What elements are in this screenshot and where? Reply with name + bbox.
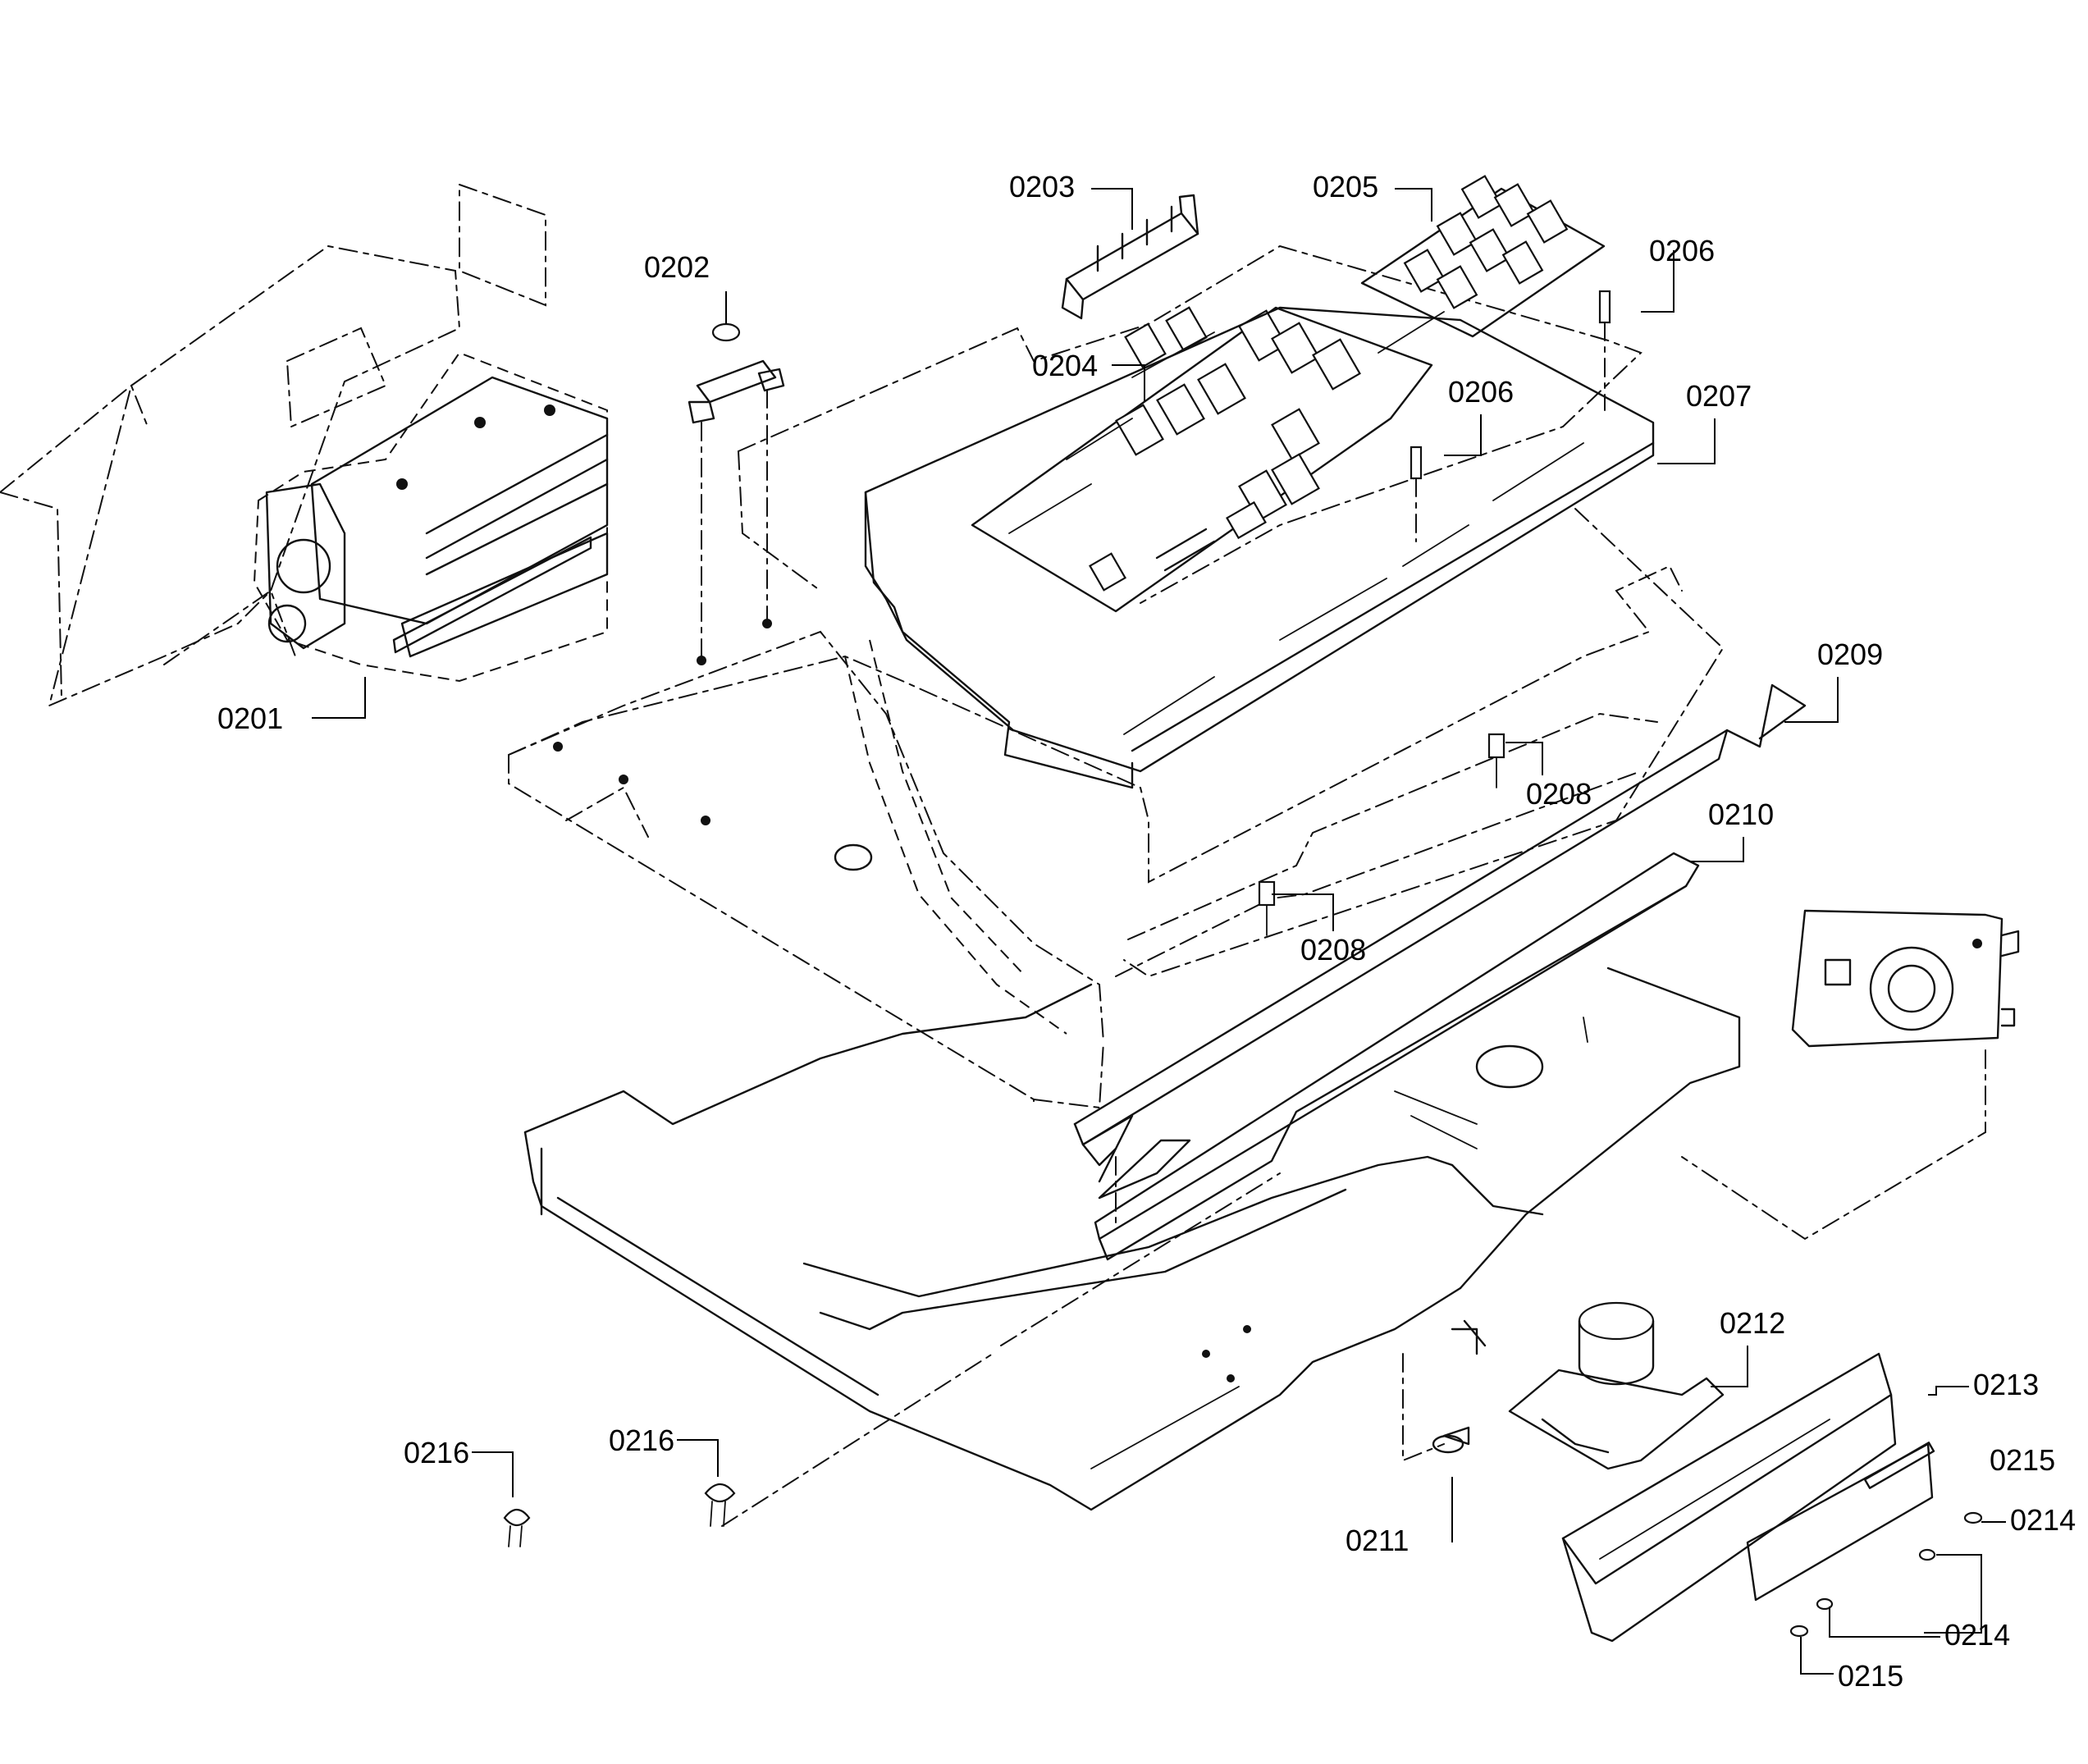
callout-0205: 0205: [1313, 170, 1378, 203]
callout-0216-right: 0216: [609, 1424, 674, 1457]
callout-0214-upper: 0214: [2010, 1503, 2076, 1537]
callout-0215-upper: 0215: [1990, 1443, 2055, 1477]
lower-base: [523, 967, 1741, 1527]
leader-lines: [312, 188, 2006, 1675]
callout-0203: 0203: [1009, 170, 1075, 203]
callout-0212: 0212: [1720, 1306, 1785, 1340]
side-cabinet-outline: [0, 183, 649, 838]
callout-labels: 0201 0202 0203 0204 0205 0206 0206 0207 …: [217, 170, 2076, 1693]
fan-motor-assembly: [253, 351, 609, 683]
standoffs: [1410, 290, 1611, 542]
screws: [1789, 1511, 1983, 1638]
callout-0210: 0210: [1708, 797, 1774, 831]
cover-plate: [1681, 909, 2020, 1241]
callout-0207: 0207: [1686, 379, 1752, 413]
rotisserie-motor: [1402, 1301, 1725, 1470]
callout-0209: 0209: [1817, 638, 1883, 671]
mounting-plate: [864, 306, 1655, 789]
left-base-plate: [508, 630, 1104, 1109]
front-bracket: [1561, 1352, 1935, 1643]
callout-0215-lower: 0215: [1838, 1659, 1903, 1693]
callout-0214-lower: 0214: [1944, 1618, 2010, 1652]
rails: [1073, 683, 1807, 1261]
upper-control-panel-outline: [738, 244, 1725, 978]
callout-0211: 0211: [1346, 1524, 1409, 1557]
main-control-board: [971, 306, 1433, 613]
thermostat-bracket: [688, 322, 785, 665]
clips: [503, 1483, 736, 1547]
callout-0213: 0213: [1973, 1368, 2039, 1401]
connector-strip: [1061, 194, 1199, 320]
callout-0208-upper: 0208: [1526, 777, 1592, 811]
callout-0204: 0204: [1032, 349, 1098, 382]
relay-board: [1360, 175, 1606, 338]
middle-shelf-outline: [508, 564, 1683, 977]
callout-0208-lower: 0208: [1300, 933, 1366, 967]
callout-0206-upper: 0206: [1649, 234, 1715, 267]
spacers: [1258, 733, 1505, 936]
callout-0201: 0201: [217, 701, 283, 735]
callout-0206-lower: 0206: [1448, 375, 1514, 409]
callout-0216-left: 0216: [404, 1436, 469, 1469]
callout-0202: 0202: [644, 250, 710, 284]
